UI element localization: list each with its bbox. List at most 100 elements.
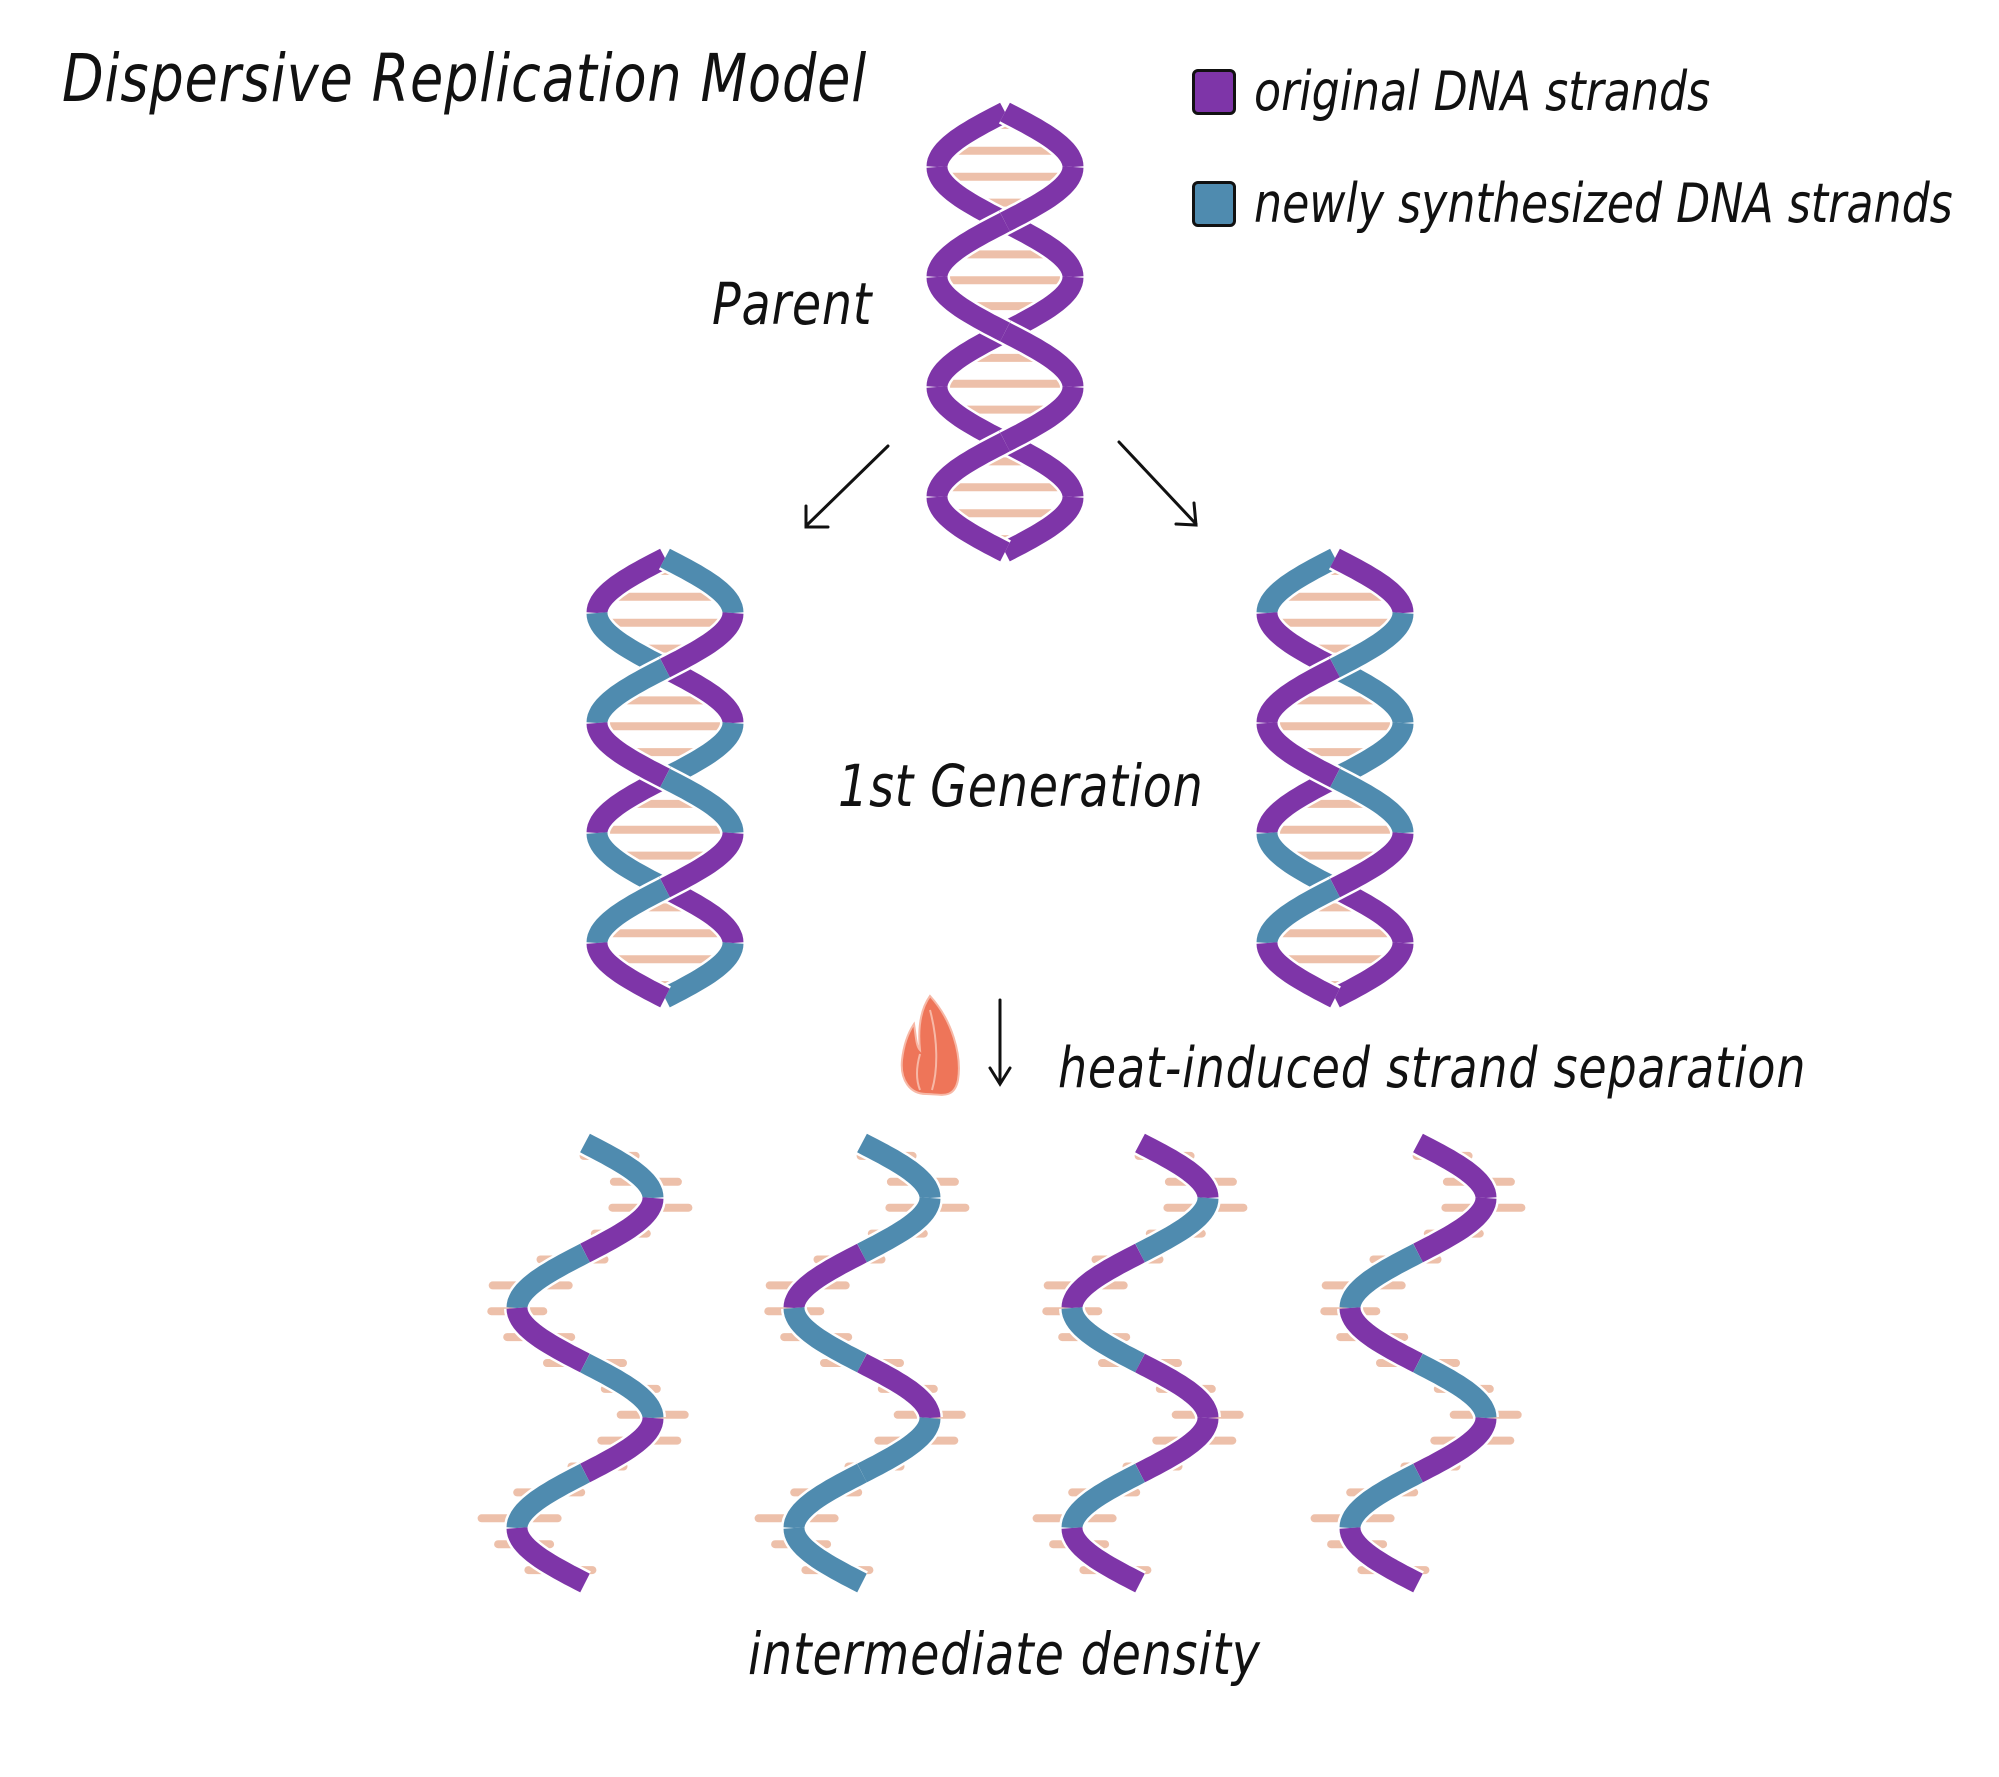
gen1-helix-right-strand-a-segment-new xyxy=(1330,768,1414,834)
arrow-down-left-icon xyxy=(804,444,890,529)
helix-layer xyxy=(477,100,1526,1595)
gen1-helix-left-strand-a-segment-original xyxy=(586,722,670,788)
parent-helix-strand-b-segment-original xyxy=(926,386,1010,452)
arrow-down-icon xyxy=(988,998,1012,1087)
gen1-helix-right-strand-a-segment-original xyxy=(1256,722,1340,788)
legend-label-original: original DNA strands xyxy=(1254,60,1711,123)
label-parent: Parent xyxy=(712,270,873,338)
legend-label-new: newly synthesized DNA strands xyxy=(1254,172,1953,235)
gen1-helix-right-strand-b-segment-original xyxy=(1256,612,1340,678)
single-strand-2-segment-new xyxy=(783,1307,867,1373)
gen1-helix-left-strand-b-segment-new xyxy=(660,942,744,1008)
gen1-helix-right-strand-b-segment-new xyxy=(1256,832,1340,898)
gen1-helix-right-strand-b-segment-new xyxy=(1330,658,1414,724)
gen1-helix-right-strand-a-segment-new xyxy=(1256,878,1340,944)
gen1-helix-left-strand-a-segment-new xyxy=(586,658,670,724)
single-strand-2-segment-new xyxy=(857,1417,941,1483)
parent-helix-strand-a-segment-original xyxy=(926,432,1010,498)
single-strand-4-segment-original xyxy=(1339,1307,1423,1373)
parent-helix-strand-a-segment-original xyxy=(926,276,1010,342)
single-strand-1-segment-original xyxy=(506,1307,590,1373)
label-intermediate-density: intermediate density xyxy=(748,1620,1261,1688)
single-strand-3-segment-new xyxy=(1135,1197,1219,1263)
single-strand-4 xyxy=(1310,1131,1526,1595)
single-strand-4-segment-new xyxy=(1413,1353,1497,1419)
gen1-helix-right-strand-a-segment-original xyxy=(1256,658,1340,724)
single-strand-3-segment-original xyxy=(1061,1243,1145,1309)
single-strand-1-segment-original xyxy=(506,1527,590,1593)
single-strand-4-segment-new xyxy=(1339,1463,1423,1529)
single-strand-3-segment-original xyxy=(1061,1527,1145,1593)
single-strand-2-segment-original xyxy=(857,1353,941,1419)
parent-helix-strand-b-segment-original xyxy=(1000,276,1084,342)
single-strand-3 xyxy=(1032,1131,1248,1595)
gen1-helix-right-strand-b-segment-new xyxy=(1256,548,1340,614)
gen1-helix-left-strand-b-segment-original xyxy=(586,548,670,614)
single-strand-2-segment-new xyxy=(857,1197,941,1263)
parent-helix-strand-a-segment-original xyxy=(1000,386,1084,452)
gen1-helix-right-strand-b-segment-original xyxy=(1256,768,1340,834)
legend-swatch-original xyxy=(1192,68,1236,115)
parent-helix-strand-a-segment-original xyxy=(1000,322,1084,388)
single-strand-1-segment-new xyxy=(506,1463,590,1529)
flame-icon xyxy=(900,994,960,1096)
single-strand-2-segment-original xyxy=(783,1243,867,1309)
single-strand-2 xyxy=(754,1131,970,1595)
gen1-helix-left-strand-b-segment-original xyxy=(586,768,670,834)
legend-item-new: newly synthesized DNA strands xyxy=(1192,172,1999,235)
single-strand-4-segment-original xyxy=(1413,1133,1497,1199)
parent-helix-strand-b-segment-original xyxy=(926,102,1010,168)
single-strand-4-segment-original xyxy=(1339,1527,1423,1593)
label-heat-step: heat-induced strand separation xyxy=(1058,1036,1807,1101)
gen1-helix-left-strand-b-segment-new xyxy=(660,722,744,788)
gen1-helix-right-strand-b-segment-original xyxy=(1330,878,1414,944)
gen1-helix-right-strand-a-segment-new xyxy=(1330,612,1414,678)
single-strand-3-segment-original xyxy=(1135,1353,1219,1419)
single-strand-1-segment-new xyxy=(506,1243,590,1309)
parent-helix-strand-b-segment-original xyxy=(1000,496,1084,562)
gen1-helix-right-strand-a-segment-original xyxy=(1330,832,1414,898)
diagram-title: Dispersive Replication Model xyxy=(62,40,868,117)
gen1-helix-right-strand-b-segment-original xyxy=(1330,942,1414,1008)
gen1-helix-right xyxy=(1254,546,1416,1010)
arrow-down-right-icon xyxy=(1117,440,1198,527)
gen1-helix-left-strand-b-segment-original xyxy=(660,878,744,944)
gen1-helix-left-strand-a-segment-original xyxy=(586,942,670,1008)
single-strand-1-segment-original xyxy=(580,1417,664,1483)
parent-helix-strand-a-segment-original xyxy=(1000,166,1084,232)
single-strand-3-segment-original xyxy=(1135,1133,1219,1199)
label-first-generation: 1st Generation xyxy=(838,752,1204,820)
gen1-helix-right-strand-b-segment-new xyxy=(1330,722,1414,788)
single-strand-3-segment-new xyxy=(1061,1307,1145,1373)
parent-helix-strand-b-segment-original xyxy=(1000,432,1084,498)
single-strand-1-segment-new xyxy=(580,1353,664,1419)
parent-helix xyxy=(924,100,1086,564)
single-strand-4-segment-new xyxy=(1339,1243,1423,1309)
single-strand-3-segment-new xyxy=(1061,1463,1145,1529)
gen1-helix-left-strand-b-segment-new xyxy=(586,832,670,898)
gen1-helix-left-strand-a-segment-original xyxy=(660,612,744,678)
single-strand-4-segment-original xyxy=(1413,1197,1497,1263)
legend-item-original: original DNA strands xyxy=(1192,60,1810,123)
single-strand-3-segment-original xyxy=(1135,1417,1219,1483)
gen1-helix-left-strand-a-segment-new xyxy=(660,768,744,834)
single-strand-2-segment-new xyxy=(783,1463,867,1529)
parent-helix-strand-b-segment-original xyxy=(1000,212,1084,278)
gen1-helix-right-strand-a-segment-original xyxy=(1256,942,1340,1008)
legend-swatch-new xyxy=(1192,180,1236,227)
gen1-helix-right-strand-a-segment-original xyxy=(1330,548,1414,614)
parent-helix-strand-b-segment-original xyxy=(926,322,1010,388)
parent-helix-strand-a-segment-original xyxy=(1000,102,1084,168)
single-strand-1-segment-new xyxy=(580,1133,664,1199)
single-strand-1-segment-original xyxy=(580,1197,664,1263)
gen1-helix-left-strand-a-segment-new xyxy=(660,548,744,614)
single-strand-1 xyxy=(477,1131,693,1595)
gen1-helix-left-strand-a-segment-original xyxy=(660,832,744,898)
single-strand-4-segment-original xyxy=(1413,1417,1497,1483)
gen1-helix-left xyxy=(584,546,746,1010)
gen1-helix-left-strand-b-segment-original xyxy=(660,658,744,724)
single-strand-2-segment-new xyxy=(857,1133,941,1199)
gen1-helix-left-strand-b-segment-new xyxy=(586,612,670,678)
parent-helix-strand-a-segment-original xyxy=(926,212,1010,278)
